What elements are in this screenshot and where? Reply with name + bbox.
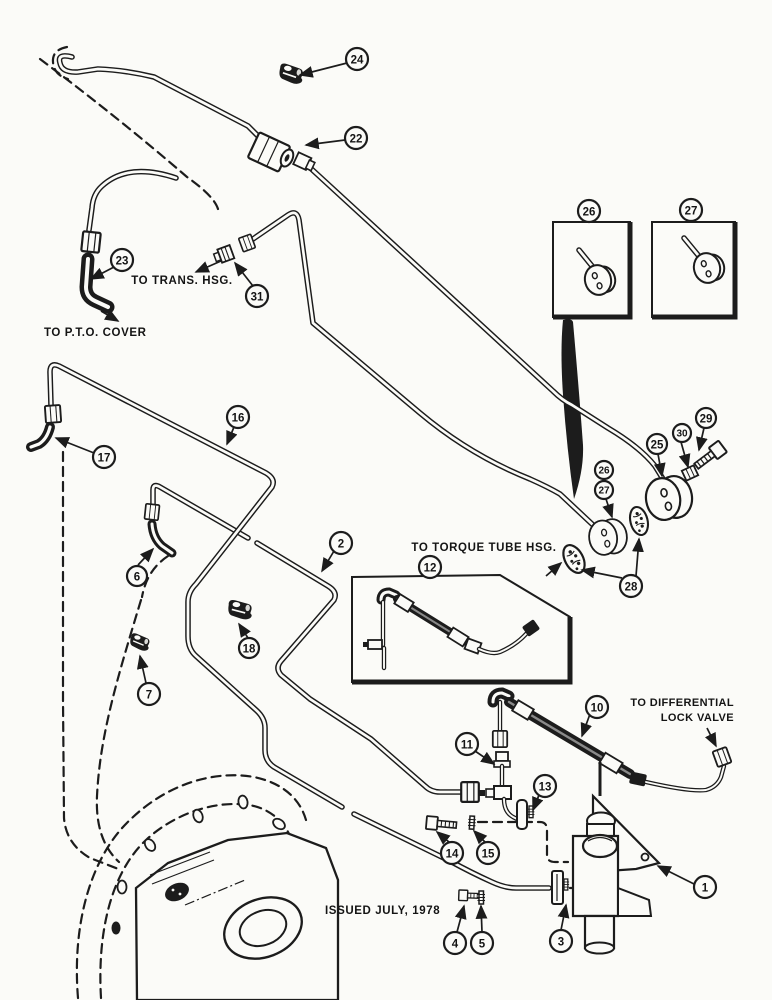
connector-fitting-near-22 (292, 151, 316, 172)
callout-28: 28 (580, 537, 644, 599)
svg-text:4: 4 (452, 938, 459, 950)
svg-text:11: 11 (461, 739, 474, 751)
tube-upper-rear (253, 213, 592, 524)
torque-tube-housing (75, 774, 340, 1000)
plate-13 (516, 799, 536, 830)
callout-2: 2 (321, 530, 354, 573)
svg-text:29: 29 (700, 413, 713, 425)
callout-18: 18 (237, 622, 261, 660)
lock-valve-body (571, 762, 662, 955)
callout-13: 13 (532, 773, 558, 812)
label-to-pto-cover: TO P.T.O. COVER (44, 327, 147, 339)
svg-text:12: 12 (424, 562, 437, 574)
clamp-7 (128, 631, 152, 653)
svg-text:31: 31 (251, 291, 264, 303)
gasket-28b (626, 504, 652, 538)
nut-30 (680, 464, 700, 482)
svg-text:27: 27 (685, 205, 698, 217)
hose-10 (487, 687, 733, 790)
svg-text:14: 14 (446, 848, 459, 860)
label-to-differential: TO DIFFERENTIAL (630, 697, 734, 709)
callout-16: 16 (225, 404, 251, 446)
callout-23: 23 (89, 247, 135, 280)
detail-box-27 (651, 221, 738, 320)
svg-text:26: 26 (598, 466, 610, 477)
connector-fitting-31 (212, 243, 236, 264)
svg-text:28: 28 (625, 581, 638, 593)
callout-27: 27 (593, 479, 615, 519)
svg-text:5: 5 (479, 938, 486, 950)
bolt-29 (691, 439, 728, 473)
label-arrows (100, 260, 717, 748)
nut-17 (43, 403, 63, 425)
callout-27: 27 (678, 197, 704, 223)
svg-text:2: 2 (338, 538, 344, 550)
label-to-torque-tube-hsg: TO TORQUE TUBE HSG. (411, 542, 556, 554)
label-to-trans-hsg: TO TRANS. HSG. (131, 275, 232, 287)
location-pointer-wedge (561, 319, 584, 499)
callout-1: 1 (656, 865, 718, 900)
flange-3 (551, 870, 570, 905)
clamp-18 (226, 598, 254, 621)
elbow-17 (26, 422, 55, 452)
callout-26: 26 (593, 459, 615, 481)
callout-3: 3 (548, 903, 574, 954)
clamp-24 (277, 62, 306, 86)
callout-15: 15 (472, 829, 501, 866)
pin-5 (476, 890, 486, 905)
svg-text:1: 1 (702, 882, 709, 894)
elbow-6 (147, 519, 177, 558)
elbow-23 (79, 252, 115, 314)
detail-box-12 (351, 573, 573, 685)
svg-text:24: 24 (351, 54, 364, 66)
callout-31: 31 (233, 261, 270, 309)
callout-6: 6 (125, 547, 155, 588)
tee-fitting-11 (460, 751, 519, 820)
callout-11: 11 (454, 731, 496, 765)
callout-26: 26 (576, 198, 602, 224)
bolt-14 (424, 815, 458, 833)
callout-30: 30 (671, 422, 693, 469)
detail-box-26 (552, 221, 633, 320)
diff-lock-fitting (711, 746, 733, 768)
svg-text:23: 23 (116, 255, 129, 267)
nut-6 (143, 502, 161, 522)
svg-text:18: 18 (243, 643, 256, 655)
svg-text:26: 26 (583, 206, 596, 218)
callout-17: 17 (54, 437, 117, 470)
callout-4: 4 (442, 904, 468, 956)
svg-text:10: 10 (591, 702, 604, 714)
nut-23 (80, 230, 102, 254)
label-lock-valve: LOCK VALVE (661, 712, 734, 724)
callout-7: 7 (136, 654, 162, 707)
callout-14: 14 (435, 830, 465, 866)
coupling-nut-22 (247, 131, 295, 173)
svg-text:13: 13 (539, 781, 552, 793)
svg-text:6: 6 (134, 571, 140, 583)
pin-15 (467, 815, 477, 831)
svg-text:25: 25 (651, 439, 664, 451)
tube-to-pto (89, 172, 176, 230)
callout-25: 25 (645, 432, 669, 478)
callout-29: 29 (694, 406, 718, 452)
svg-text:16: 16 (232, 412, 245, 424)
svg-text:17: 17 (98, 452, 111, 464)
callout-12: 12 (417, 554, 443, 580)
svg-text:15: 15 (482, 848, 495, 860)
svg-text:27: 27 (598, 486, 610, 497)
svg-text:22: 22 (350, 133, 363, 145)
callout-22: 22 (304, 125, 369, 151)
svg-text:3: 3 (558, 936, 564, 948)
svg-text:7: 7 (146, 689, 152, 701)
callout-5: 5 (469, 904, 495, 956)
label-issued-date: ISSUED JULY, 1978 (325, 905, 440, 917)
callout-10: 10 (580, 694, 610, 738)
callout-24: 24 (298, 46, 370, 78)
svg-text:30: 30 (676, 429, 688, 440)
